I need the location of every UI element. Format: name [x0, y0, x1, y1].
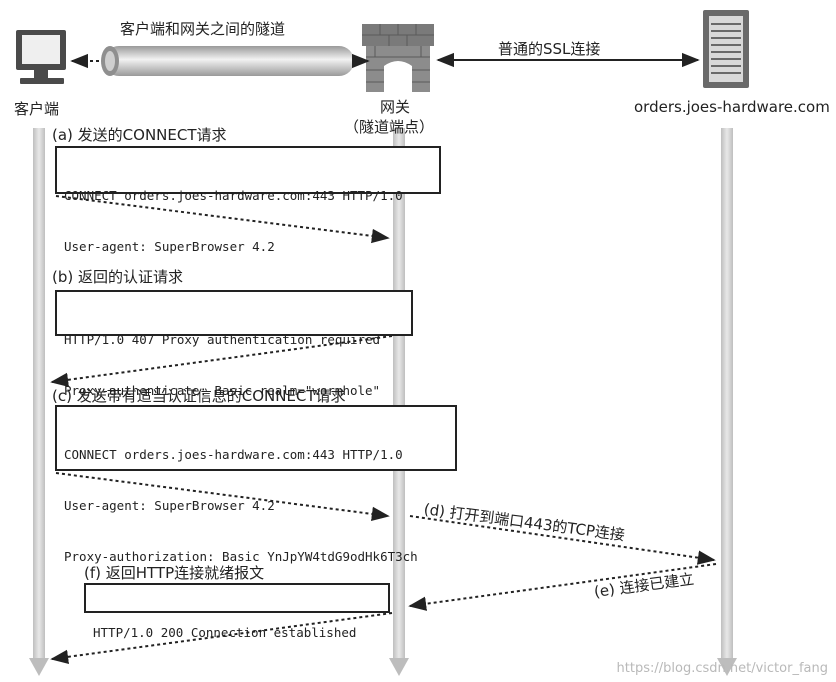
message-box-c: CONNECT orders.joes-hardware.com:443 HTT… [55, 405, 457, 471]
message-c-line-3: Proxy-authorization: Basic YnJpYW4tdG9od… [64, 548, 448, 565]
client-label: 客户端 [14, 98, 59, 119]
message-a-line-2: User-agent: SuperBrowser 4.2 [64, 238, 432, 255]
message-f-line-1: HTTP/1.0 200 Connection established [93, 624, 381, 641]
server-icon [703, 10, 749, 88]
gateway-sublabel: （隧道端点） [344, 116, 434, 137]
server-label: orders.joes-hardware.com [634, 98, 830, 116]
firewall-icon [362, 24, 434, 92]
tunnel-label: 客户端和网关之间的隧道 [120, 18, 285, 39]
message-box-a: CONNECT orders.joes-hardware.com:443 HTT… [55, 146, 441, 194]
ssl-connection-label: 普通的SSL连接 [498, 38, 600, 59]
server-lifeline [717, 128, 737, 676]
tunnel-pipe [72, 46, 368, 76]
message-a-line-1: CONNECT orders.joes-hardware.com:443 HTT… [64, 187, 432, 204]
message-c-line-2: User-agent: SuperBrowser 4.2 [64, 497, 448, 514]
gateway-label: 网关 [380, 96, 410, 117]
message-c-line-1: CONNECT orders.joes-hardware.com:443 HTT… [64, 446, 448, 463]
message-b-line-2: Proxy-authenticate: Basic realm="wormhol… [64, 382, 404, 399]
message-box-b: HTTP/1.0 407 Proxy authentication requir… [55, 290, 413, 336]
message-box-f: HTTP/1.0 200 Connection established [84, 583, 390, 613]
step-a-label: (a) 发送的CONNECT请求 [52, 124, 227, 145]
computer-icon [16, 30, 66, 84]
client-lifeline [29, 128, 49, 676]
message-b-line-1: HTTP/1.0 407 Proxy authentication requir… [64, 331, 404, 348]
watermark: https://blog.csdn.net/victor_fang [617, 661, 828, 676]
